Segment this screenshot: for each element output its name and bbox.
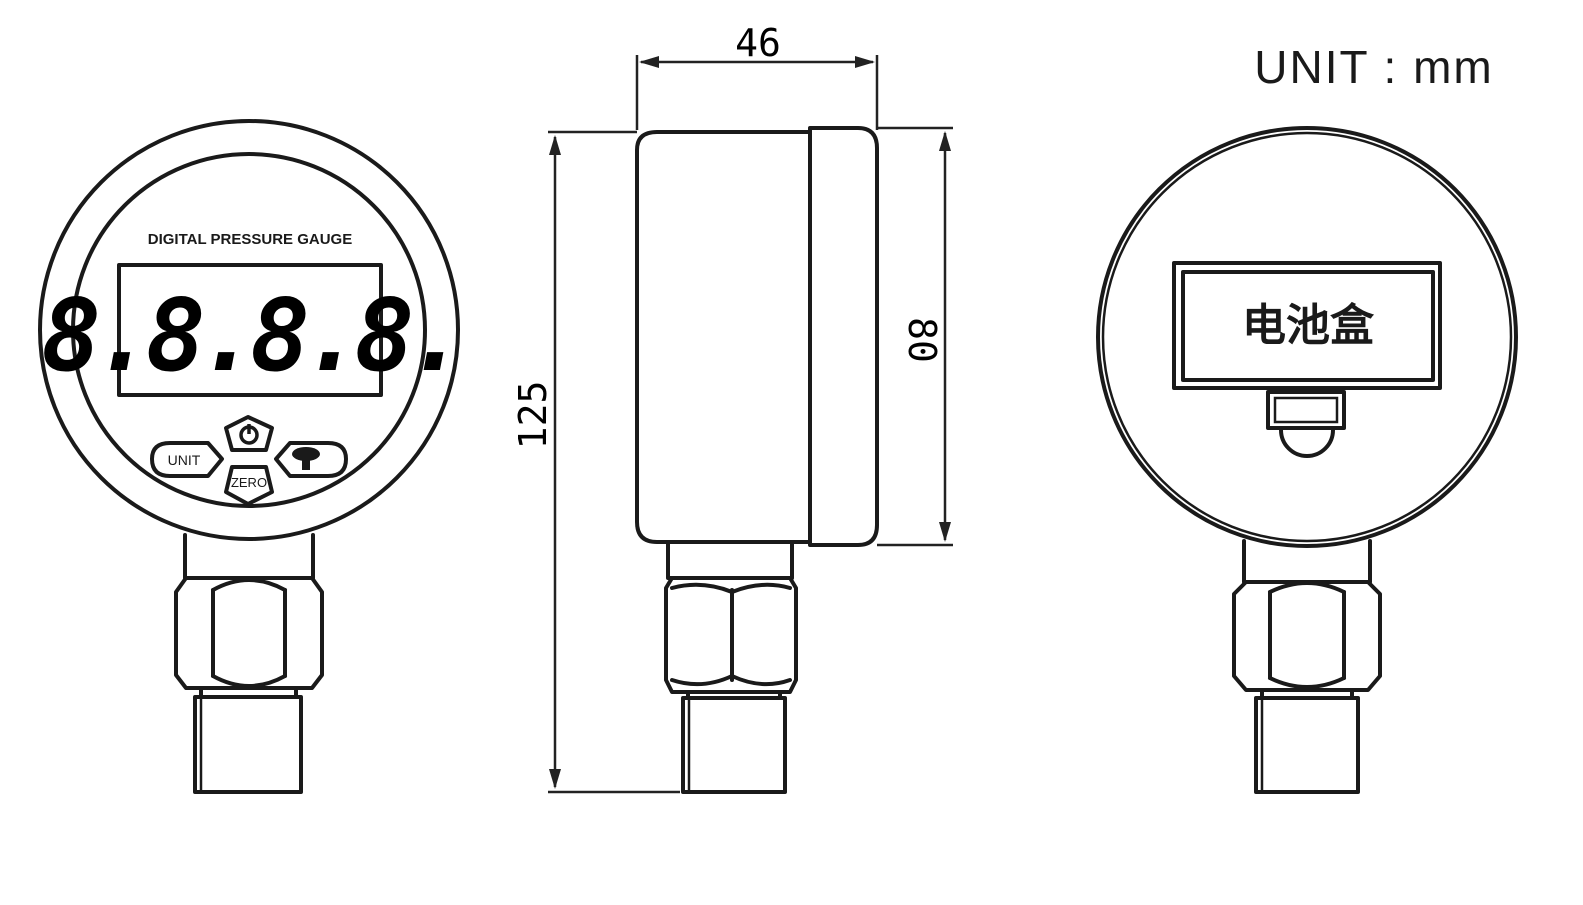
diameter-dimension: 80	[900, 317, 944, 363]
battery-box-label: 电池盒	[1242, 301, 1375, 350]
thread-connector	[193, 686, 303, 794]
outer-bezel	[38, 119, 460, 541]
case-bezel	[808, 126, 879, 547]
case-body	[635, 130, 812, 544]
lcd-display	[117, 263, 383, 397]
zero-button-label: ZERO	[231, 475, 267, 490]
gauge-title: DIGITAL PRESSURE GAUGE	[148, 231, 352, 248]
unit-button-label: UNIT	[168, 452, 201, 468]
unit-label: UNIT : mm	[1254, 41, 1493, 93]
width-dimension: 46	[735, 21, 781, 65]
back-case	[1096, 126, 1518, 548]
backlight-button[interactable]	[274, 441, 348, 478]
height-dimension: 125	[511, 381, 555, 450]
unit-button[interactable]: UNIT	[150, 441, 224, 478]
thread-connector-back	[1254, 696, 1360, 794]
hex-nut-side	[664, 576, 798, 694]
side-view: 46 125 80	[511, 21, 953, 794]
power-button[interactable]	[224, 415, 274, 452]
hex-nut-back	[1232, 580, 1382, 692]
thread-connector-side	[681, 696, 787, 794]
zero-button[interactable]: ZERO	[224, 465, 274, 506]
back-view: UNIT : mm 电池盒	[1096, 41, 1518, 794]
battery-box-frame	[1172, 261, 1442, 390]
hex-nut	[174, 576, 324, 690]
latch-tab	[1279, 428, 1335, 458]
front-view: DIGITAL PRESSURE GAUGE 8.8.8.8. UNIT ZER…	[38, 119, 467, 794]
battery-latch	[1266, 390, 1346, 430]
tree-light-icon	[292, 447, 320, 470]
display-digits: 8.8.8.8.	[41, 277, 459, 394]
inner-bezel	[71, 152, 427, 508]
